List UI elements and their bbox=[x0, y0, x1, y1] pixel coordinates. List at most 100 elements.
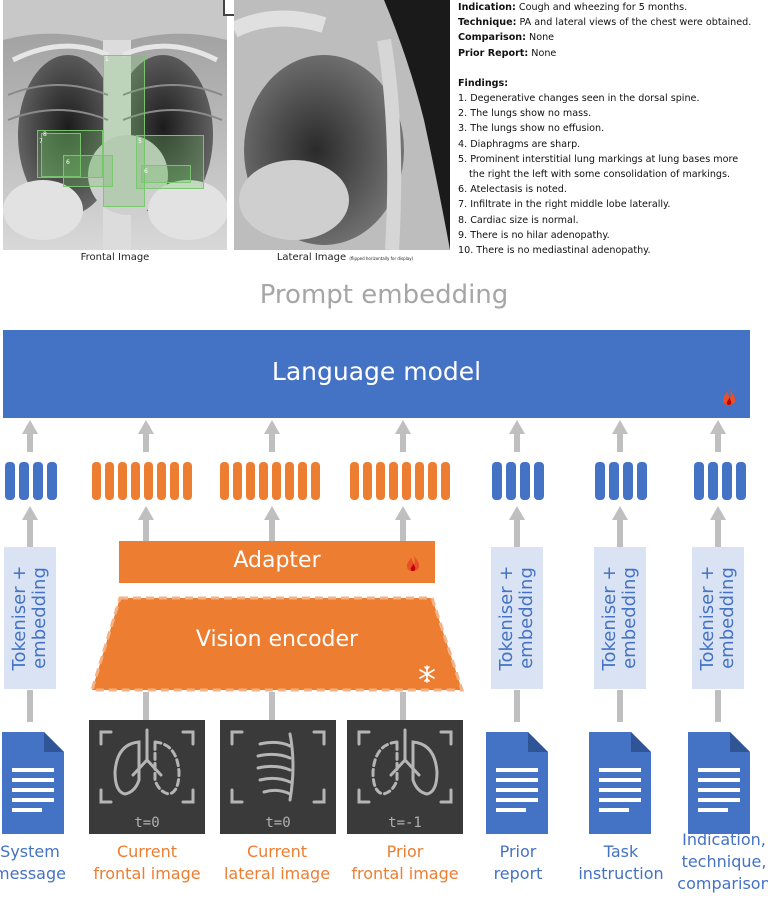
lungs-icon bbox=[99, 728, 195, 804]
adapter-label: Adapter bbox=[233, 548, 321, 573]
token-group-system bbox=[5, 462, 57, 500]
findings-heading: Findings: bbox=[458, 76, 768, 91]
label-prior-frontal: Prior frontal image bbox=[340, 841, 470, 885]
label-line: technique, bbox=[681, 852, 767, 871]
token-group-prior-report bbox=[492, 462, 544, 500]
comparison-value: None bbox=[529, 32, 555, 44]
arrow-up bbox=[264, 506, 280, 541]
arrow-shaft bbox=[617, 690, 623, 722]
tile-time-label: t=-1 bbox=[388, 815, 422, 831]
findings-label: Findings: bbox=[458, 77, 509, 89]
tile-time-label: t=0 bbox=[134, 815, 160, 831]
arrow-up bbox=[509, 506, 525, 547]
document-icon-indication bbox=[688, 732, 750, 834]
technique-line: Technique: PA and lateral views of the c… bbox=[458, 15, 768, 30]
finding-box-7 bbox=[37, 130, 103, 178]
box-label-6b: 6 bbox=[144, 168, 148, 175]
tokeniser-system: Tokeniser + embedding bbox=[4, 547, 56, 689]
arrow-up bbox=[509, 420, 525, 452]
document-icon-prior-report bbox=[486, 732, 548, 834]
flame-icon bbox=[722, 388, 736, 406]
tokeniser-label: Tokeniser + embedding bbox=[697, 565, 738, 671]
arrow-shaft bbox=[400, 692, 406, 720]
diagram-title: Prompt embedding bbox=[259, 280, 509, 310]
box-label-7: 7 bbox=[39, 138, 43, 145]
technique-label: Technique: bbox=[458, 17, 517, 29]
arrow-up bbox=[612, 420, 628, 452]
finding-box-5 bbox=[136, 135, 204, 189]
box-label-6: 6 bbox=[66, 159, 70, 166]
tile-current-frontal: t=0 bbox=[89, 720, 205, 834]
arrow-shaft bbox=[715, 690, 721, 722]
finding-line: 1. Degenerative changes seen in the dors… bbox=[458, 93, 700, 105]
lateral-caption-note: (flipped horizontally for display) bbox=[349, 256, 414, 261]
label-line: Prior bbox=[499, 842, 537, 861]
finding-line: 9. There is no hilar adenopathy. bbox=[458, 229, 610, 241]
token-group-current-frontal bbox=[92, 462, 192, 500]
indication-label: Indication: bbox=[458, 2, 516, 13]
label-system-message: System message bbox=[0, 841, 70, 885]
arrow-up bbox=[710, 506, 726, 547]
arrow-up bbox=[710, 420, 726, 452]
prior-report-line: Prior Report: None bbox=[458, 46, 768, 61]
token-group-current-lateral bbox=[220, 462, 320, 500]
language-model-label: Language model bbox=[271, 357, 482, 386]
label-line: instruction bbox=[578, 864, 664, 883]
finding-box-1 bbox=[103, 55, 145, 207]
flame-icon bbox=[406, 554, 420, 572]
tokeniser-indication: Tokeniser + embedding bbox=[692, 547, 744, 689]
label-line: Indication, bbox=[682, 830, 766, 849]
arrow-up bbox=[395, 420, 411, 452]
token-group-task bbox=[595, 462, 647, 500]
finding-line: 3. The lungs show no effusion. bbox=[458, 123, 605, 135]
finding-line: 2. The lungs show no mass. bbox=[458, 108, 592, 120]
arrow-up bbox=[395, 506, 411, 541]
arrow-up bbox=[138, 506, 154, 541]
arrow-shaft bbox=[27, 690, 33, 722]
grey-arrows bbox=[22, 420, 726, 722]
finding-line: 6. Atelectasis is noted. bbox=[458, 184, 567, 196]
vision-encoder-shape bbox=[89, 596, 465, 692]
lateral-xray-graphic bbox=[234, 0, 450, 250]
indication-value: Cough and wheezing for 5 months. bbox=[518, 2, 688, 13]
document-icon-system bbox=[2, 732, 64, 834]
radiology-report: Indication: Cough and wheezing for 5 mon… bbox=[458, 0, 768, 258]
arrow-up bbox=[264, 420, 280, 452]
technique-value: PA and lateral views of the chest were o… bbox=[519, 17, 752, 29]
arrow-up bbox=[612, 506, 628, 547]
label-line: frontal image bbox=[93, 864, 201, 883]
ribcage-icon bbox=[230, 730, 326, 804]
token-group-indication bbox=[694, 462, 746, 500]
tokeniser-task: Tokeniser + embedding bbox=[594, 547, 646, 689]
label-line: message bbox=[0, 864, 66, 883]
tile-prior-frontal: t=-1 bbox=[347, 720, 463, 834]
finding-line: 4. Diaphragms are sharp. bbox=[458, 138, 581, 150]
lateral-caption: Lateral Image (flipped horizontally for … bbox=[245, 252, 445, 263]
label-line: comparison bbox=[677, 874, 768, 893]
frontal-caption: Frontal Image bbox=[80, 252, 150, 263]
prior-report-value: None bbox=[531, 47, 557, 59]
label-line: lateral image bbox=[223, 864, 331, 883]
label-line: Prior bbox=[386, 842, 424, 861]
token-group-prior-frontal bbox=[350, 462, 450, 500]
arrow-up bbox=[22, 506, 38, 547]
finding-box-6b bbox=[63, 155, 113, 187]
arrow-up bbox=[22, 420, 38, 452]
box-label-1: 1 bbox=[105, 56, 109, 63]
comparison-label: Comparison: bbox=[458, 32, 526, 44]
snowflake-icon bbox=[419, 665, 435, 683]
language-model-block: Language model bbox=[3, 330, 750, 418]
label-line: System bbox=[0, 842, 60, 861]
label-prior-report: Prior report bbox=[480, 841, 556, 885]
label-current-lateral: Current lateral image bbox=[212, 841, 342, 885]
arrow-shaft bbox=[514, 690, 520, 722]
label-current-frontal: Current frontal image bbox=[82, 841, 212, 885]
indication-line: Indication: Cough and wheezing for 5 mon… bbox=[458, 0, 768, 15]
arrow-shaft bbox=[269, 692, 275, 720]
label-line: report bbox=[493, 864, 543, 883]
frontal-xray-graphic bbox=[3, 0, 227, 250]
label-line: Current bbox=[246, 842, 308, 861]
finding-line: 8. Cardiac size is normal. bbox=[458, 214, 579, 226]
finding-box-6a bbox=[141, 165, 191, 183]
